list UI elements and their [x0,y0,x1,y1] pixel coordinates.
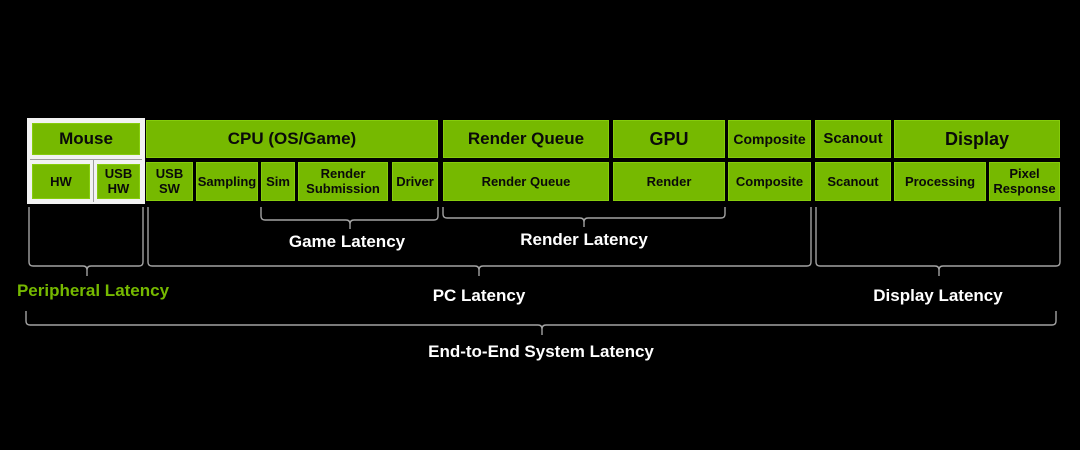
stage-mouse: Mouse [32,123,140,155]
bracket-peripheral-latency [28,207,144,276]
bracket-render-latency [442,207,726,227]
bracket-game-latency [260,207,439,229]
stage-composite: Composite [728,120,811,158]
stage-scanout: Scanout [815,120,891,158]
substage-render: Render [613,162,725,201]
stage-cpu: CPU (OS/Game) [146,120,438,158]
substage-usb-sw: USB SW [146,162,193,201]
label-peripheral-latency: Peripheral Latency [16,281,170,300]
label-pc-latency: PC Latency [432,286,526,305]
substage-composite: Composite [728,162,811,201]
substage-sampling: Sampling [196,162,258,201]
substage-processing: Processing [894,162,986,201]
label-render-latency: Render Latency [520,230,648,249]
stage-display: Display [894,120,1060,158]
mouse-frame-divider [30,159,142,160]
stage-render-queue: Render Queue [443,120,609,158]
label-display-latency: Display Latency [873,286,1003,305]
substage-render-queue: Render Queue [443,162,609,201]
substage-sim: Sim [261,162,295,201]
substage-driver: Driver [392,162,438,201]
substage-scanout: Scanout [815,162,891,201]
substage-hw: HW [32,164,90,199]
bracket-display-latency [815,207,1061,276]
label-end-to-end-latency: End-to-End System Latency [428,342,654,361]
substage-usb-hw: USB HW [97,164,140,199]
substage-pixel-response: Pixel Response [989,162,1060,201]
substage-render-submission: Render Submission [298,162,388,201]
bracket-end-to-end-latency [25,311,1057,335]
stage-gpu: GPU [613,120,725,158]
label-game-latency: Game Latency [288,232,406,251]
bracket-pc-latency [147,207,812,276]
mouse-frame-divider-vertical [93,160,94,202]
